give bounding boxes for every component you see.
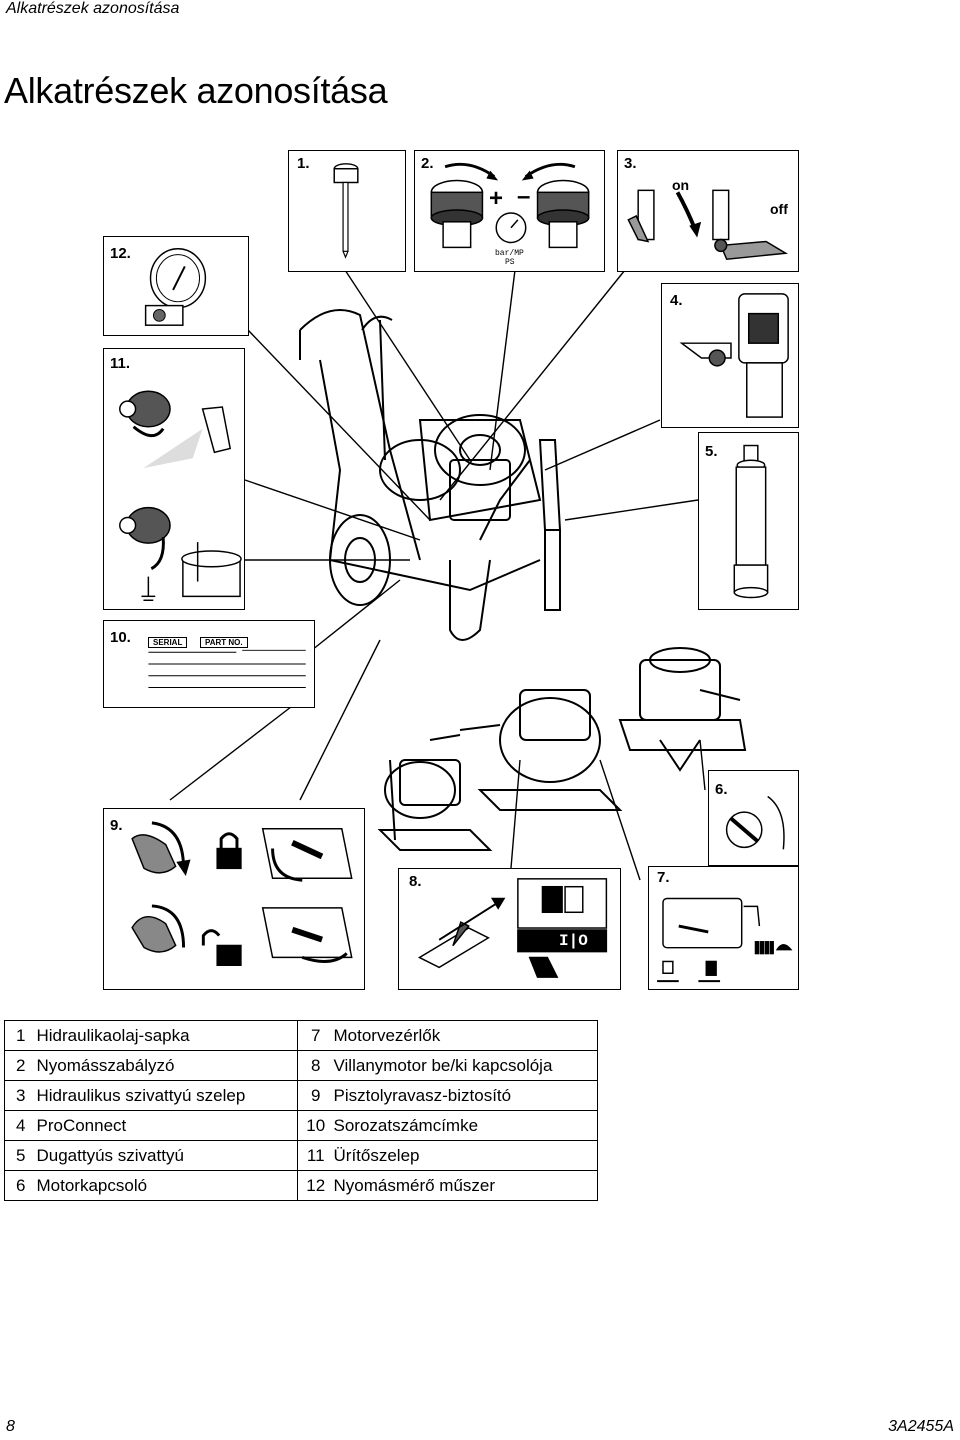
- drain-valve-icon: [119, 390, 242, 602]
- gauge-unit-bottom: PS: [505, 258, 515, 267]
- gauge-dial-icon: [495, 212, 527, 244]
- legend-number: 5: [4, 1140, 37, 1171]
- callout-number-4: 4.: [670, 292, 683, 309]
- legend-label: ProConnect: [36, 1110, 298, 1141]
- running-header: Alkatrészek azonosítása: [6, 0, 180, 17]
- switch-symbol-label: I|O: [559, 932, 588, 950]
- legend-label: Dugattyús szivattyú: [36, 1140, 298, 1171]
- legend-number: 1: [4, 1020, 37, 1051]
- legend-label: Motorvezérlők: [333, 1020, 598, 1051]
- serial-label: SERIAL: [148, 637, 188, 648]
- proconnect-icon: [679, 293, 789, 418]
- legend-label: Nyomásszabályzó: [36, 1050, 298, 1081]
- legend-number: 3: [4, 1080, 37, 1111]
- legend-row: 1 Hidraulikaolaj-sapka 7 Motorvezérlők: [4, 1020, 598, 1051]
- legend-label: Villanymotor be/ki kapcsolója: [333, 1050, 598, 1081]
- legend-row: 3 Hidraulikus szivattyú szelep 9 Pisztol…: [4, 1080, 598, 1111]
- pressure-gauge-icon: [144, 248, 207, 326]
- decrease-label: –: [517, 183, 531, 210]
- legend-row: 4 ProConnect 10 Sorozatszámcímke: [4, 1110, 598, 1141]
- legend-number: 9: [297, 1080, 334, 1111]
- legend-number: 11: [297, 1140, 334, 1171]
- legend-number: 7: [297, 1020, 334, 1051]
- callout-number-9: 9.: [110, 817, 123, 834]
- legend-label: Sorozatszámcímke: [333, 1110, 598, 1141]
- legend-label: Motorkapcsoló: [36, 1170, 298, 1201]
- page-number: 8: [6, 1418, 15, 1435]
- callout-number-11: 11.: [110, 355, 131, 372]
- legend-label: Ürítőszelep: [333, 1140, 598, 1171]
- legend-label: Pisztolyravasz-biztosító: [333, 1080, 598, 1111]
- callout-box-12: 12.: [103, 236, 249, 336]
- callout-box-10: 10. SERIAL PART NO.: [103, 620, 315, 708]
- legend-number: 10: [297, 1110, 334, 1141]
- sprayer-illustration: [169, 269, 747, 881]
- callout-box-8: 8. I|O: [398, 868, 621, 990]
- valve-lever-icon: [627, 189, 788, 260]
- legend-number: 4: [4, 1110, 37, 1141]
- trigger-lock-icon: [131, 821, 353, 967]
- callout-number-6: 6.: [715, 781, 728, 798]
- increase-arrow-icon: [444, 162, 496, 178]
- decrease-arrow-icon: [524, 162, 576, 178]
- motor-switch-icon: [725, 795, 785, 850]
- callout-number-3: 3.: [624, 155, 637, 172]
- legend-number: 2: [4, 1050, 37, 1081]
- electric-switch-icon: [417, 878, 608, 978]
- piston-pump-icon: [733, 444, 769, 599]
- leader-lines: [169, 269, 706, 881]
- legend-label: Hidraulikaolaj-sapka: [36, 1020, 298, 1051]
- parts-legend-table: 1 Hidraulikaolaj-sapka 7 Motorvezérlők 2…: [4, 1020, 598, 1201]
- valve-off-label: off: [770, 201, 788, 217]
- callout-box-4: 4.: [661, 283, 799, 428]
- callout-box-11: 11.: [103, 348, 245, 610]
- legend-label: Hidraulikus szivattyú szelep: [36, 1080, 298, 1111]
- engine-controls-icon: [657, 897, 793, 983]
- valve-on-label: on: [672, 177, 690, 193]
- callout-box-5: 5.: [698, 432, 799, 610]
- increase-label: +: [489, 185, 504, 212]
- pressure-knob-icon: [430, 179, 590, 249]
- callout-box-1: 1.: [288, 150, 406, 272]
- callout-number-8: 8.: [409, 873, 422, 890]
- part-no-label: PART NO.: [200, 637, 248, 648]
- callout-box-2: 2. + – bar/MP PS: [414, 150, 605, 272]
- gauge-unit-top: bar/MP: [495, 249, 524, 258]
- oil-cap-icon: [333, 163, 359, 259]
- callout-number-1: 1.: [297, 155, 310, 172]
- callout-box-6: 6.: [708, 770, 799, 866]
- legend-row: 2 Nyomásszabályzó 8 Villanymotor be/ki k…: [4, 1050, 598, 1081]
- legend-number: 6: [4, 1170, 37, 1201]
- serial-label-lines: [148, 649, 306, 688]
- callout-number-12: 12.: [110, 245, 131, 262]
- document-code: 3A2455A: [888, 1418, 954, 1435]
- motor-illustrations: [377, 647, 747, 851]
- page-title: Alkatrészek azonosítása: [4, 70, 388, 111]
- callout-number-7: 7.: [657, 869, 670, 886]
- sprayer-frame: [299, 309, 562, 641]
- callout-number-2: 2.: [421, 155, 434, 172]
- legend-number: 12: [297, 1170, 334, 1201]
- legend-row: 6 Motorkapcsoló 12 Nyomásmérő műszer: [4, 1170, 598, 1201]
- callout-number-5: 5.: [705, 443, 718, 460]
- legend-row: 5 Dugattyús szivattyú 11 Ürítőszelep: [4, 1140, 598, 1171]
- legend-label: Nyomásmérő műszer: [333, 1170, 598, 1201]
- callout-box-7: 7.: [648, 866, 799, 990]
- callout-box-3: 3. on off: [617, 150, 799, 272]
- legend-number: 8: [297, 1050, 334, 1081]
- callout-box-9: 9.: [103, 808, 365, 990]
- callout-number-10: 10.: [110, 629, 131, 646]
